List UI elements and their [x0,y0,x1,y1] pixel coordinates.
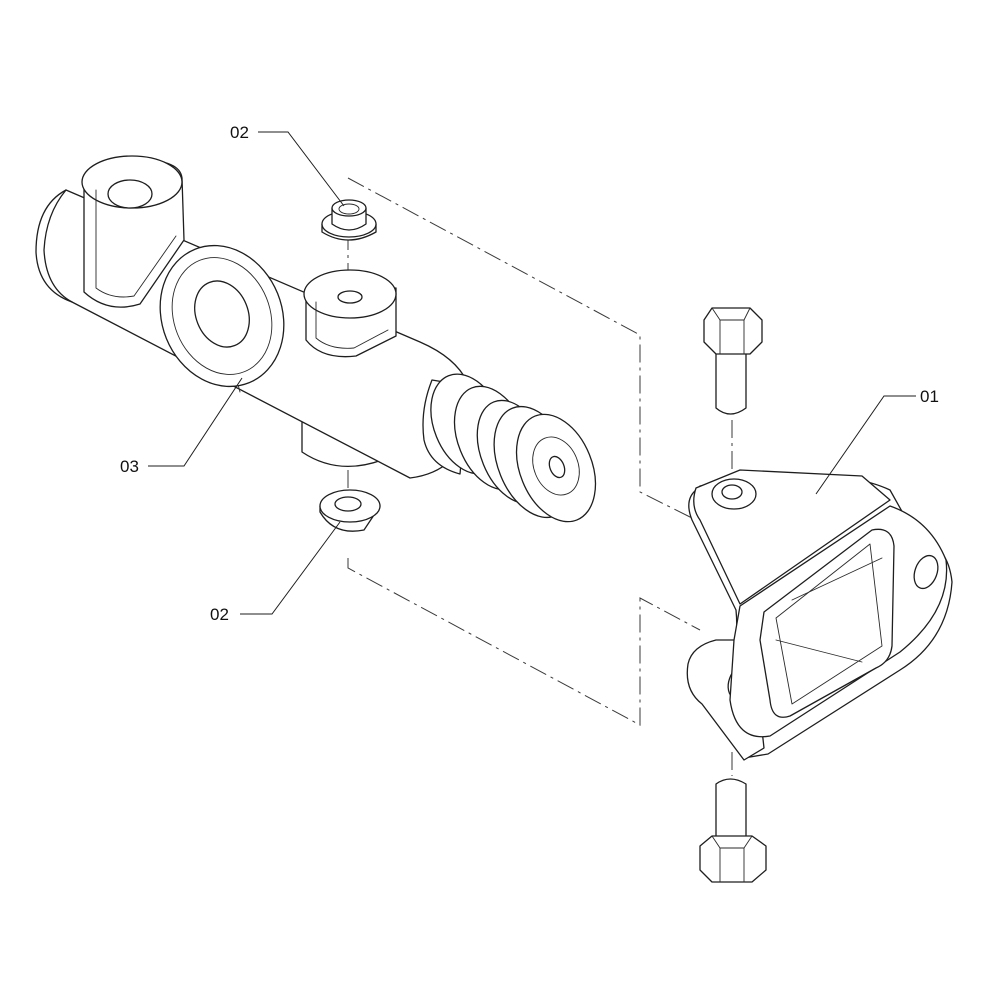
callout-label-washer-bottom: 02 [210,605,229,624]
bolt-bottom [699,778,767,883]
master-cylinder [35,155,597,523]
mounting-bracket [686,469,953,761]
bolt-top [703,307,763,415]
callout-leaders [148,131,916,615]
washer-bottom [319,489,381,532]
assembly-center-lines [347,177,733,776]
callout-label-bracket: 01 [920,387,939,406]
callout-label-washer-top: 02 [230,123,249,142]
washer-top [321,199,377,241]
callout-label-cylinder: 03 [120,457,139,476]
